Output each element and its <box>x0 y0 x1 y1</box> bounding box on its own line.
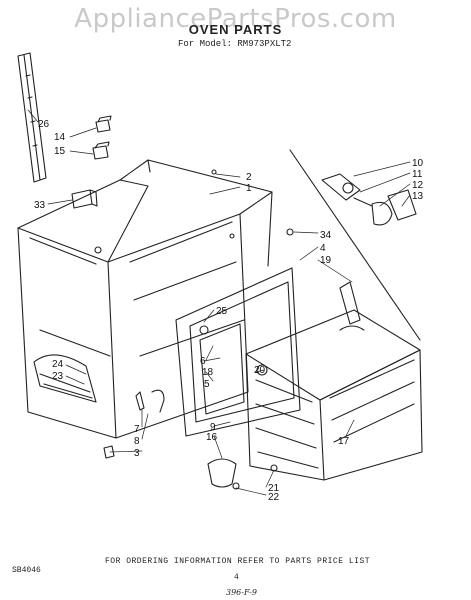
callout-18: 18 <box>202 367 214 378</box>
callout-2: 2 <box>246 172 252 183</box>
cabinet-body <box>17 159 273 439</box>
model-line: For Model: RM973PXLT2 <box>178 39 292 49</box>
callout-12: 12 <box>412 180 424 191</box>
callout-14: 14 <box>54 132 66 143</box>
gas-valve-assembly <box>289 149 421 341</box>
callout-1: 1 <box>246 183 252 194</box>
leader-lines <box>27 109 411 496</box>
callout-labels: 26 14 15 2 1 10 11 12 13 33 34 4 19 25 6… <box>34 119 424 503</box>
callout-7: 7 <box>134 424 140 435</box>
ordering-note: FOR ORDERING INFORMATION REFER TO PARTS … <box>105 557 371 566</box>
callout-33: 33 <box>34 200 46 211</box>
handwritten-note: 396-F-9 <box>226 588 257 597</box>
callout-8: 8 <box>134 436 140 447</box>
callout-23: 23 <box>52 371 64 382</box>
callout-4: 4 <box>320 243 326 254</box>
callout-3: 3 <box>134 448 140 459</box>
callout-9: 9 <box>210 422 216 433</box>
callout-24: 24 <box>52 359 64 370</box>
callout-25: 25 <box>216 306 228 317</box>
page-number: 4 <box>234 573 239 582</box>
clip-part <box>92 115 112 160</box>
callout-20: 20 <box>254 365 266 376</box>
burner-tube <box>339 281 361 325</box>
callout-17: 17 <box>338 436 350 447</box>
callout-34: 34 <box>320 230 332 241</box>
divider-panel <box>175 267 301 437</box>
callout-19: 19 <box>320 255 332 266</box>
vertical-rail-part <box>17 52 47 183</box>
callout-15: 15 <box>54 146 66 157</box>
callout-6: 6 <box>200 356 206 367</box>
callout-26: 26 <box>38 119 50 130</box>
document-code: SB4046 <box>12 566 41 575</box>
diagram-title: OVEN PARTS <box>188 22 283 37</box>
oven-cavity <box>245 309 423 481</box>
callout-22: 22 <box>268 492 280 503</box>
callout-11: 11 <box>412 169 423 180</box>
callout-5: 5 <box>204 379 210 390</box>
watermark: AppliancePartsPros.com <box>74 4 397 34</box>
switch-part <box>71 189 98 209</box>
callout-13: 13 <box>412 191 424 202</box>
callout-16: 16 <box>206 432 218 443</box>
callout-10: 10 <box>412 158 424 169</box>
callout-21: 21 <box>268 483 280 494</box>
hardware-parts <box>103 169 294 490</box>
